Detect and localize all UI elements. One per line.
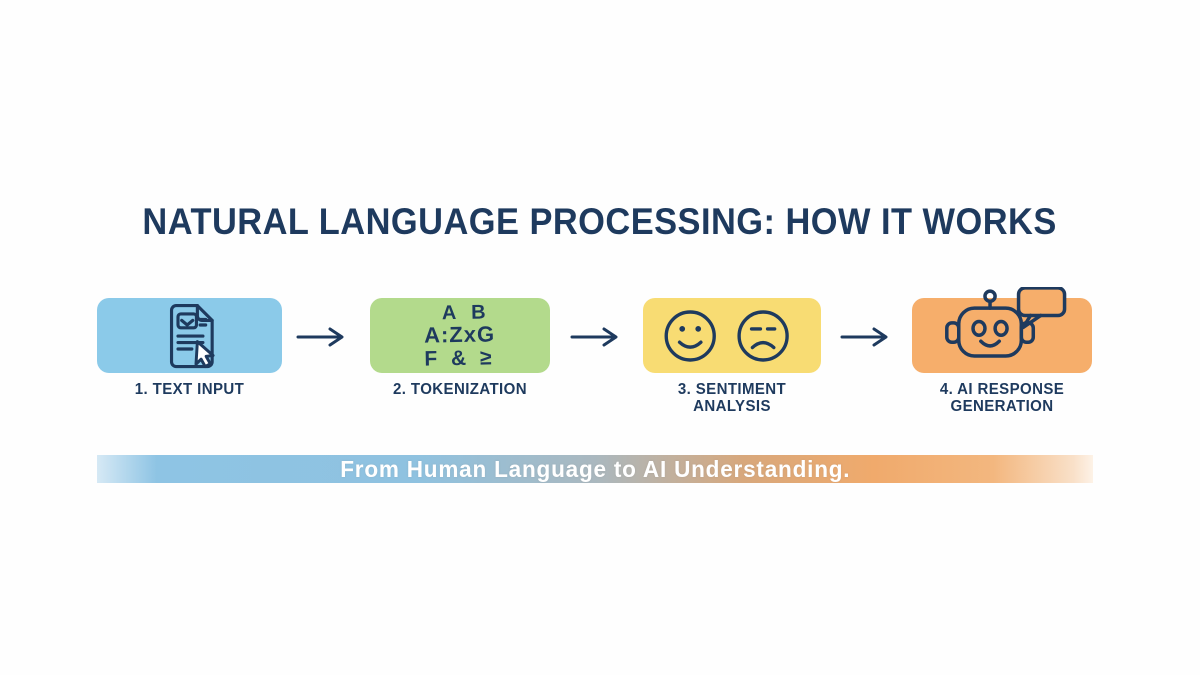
step-label-sentiment: 3. SENTIMENT ANALYSIS (677, 381, 787, 415)
step-box-text-input (97, 298, 282, 373)
banner: From Human Language to AI Understanding. (97, 455, 1093, 483)
step-sentiment-analysis: 3. SENTIMENT ANALYSIS (643, 298, 821, 415)
happy-sad-faces-icon (664, 309, 789, 362)
page-title: NATURAL LANGUAGE PROCESSING: HOW IT WORK… (142, 201, 1058, 242)
step-label-ai-response: 4. AI RESPONSE GENERATION (939, 381, 1065, 415)
title-row: NATURAL LANGUAGE PROCESSING: HOW IT WORK… (0, 201, 1200, 243)
robot-speech-bubble-icon (945, 286, 1067, 358)
flow-arrow-icon (570, 327, 618, 347)
letters-line-2: A:ZxG (424, 320, 496, 348)
flow-arrow-icon (296, 327, 344, 347)
banner-text: From Human Language to AI Understanding. (339, 455, 851, 482)
flow-arrow-icon (840, 327, 888, 347)
letters-line-3: F & ≥ (424, 345, 497, 371)
step-box-tokenization: A B A:ZxG F & ≥ (370, 298, 550, 373)
scattered-letters-icon: A B A:ZxG F & ≥ (424, 300, 497, 371)
step-box-ai-response (912, 286, 1092, 373)
letters-line-1: A B (442, 300, 492, 324)
step-label-text-input: 1. TEXT INPUT (134, 381, 245, 398)
step-ai-response: 4. AI RESPONSE GENERATION (912, 286, 1092, 415)
document-cursor-icon (169, 303, 215, 368)
step-box-sentiment (643, 298, 821, 373)
step-label-tokenization: 2. TOKENIZATION (393, 381, 527, 398)
step-text-input: 1. TEXT INPUT (97, 298, 282, 399)
step-tokenization: A B A:ZxG F & ≥ 2. TOKENIZATION (370, 298, 550, 399)
